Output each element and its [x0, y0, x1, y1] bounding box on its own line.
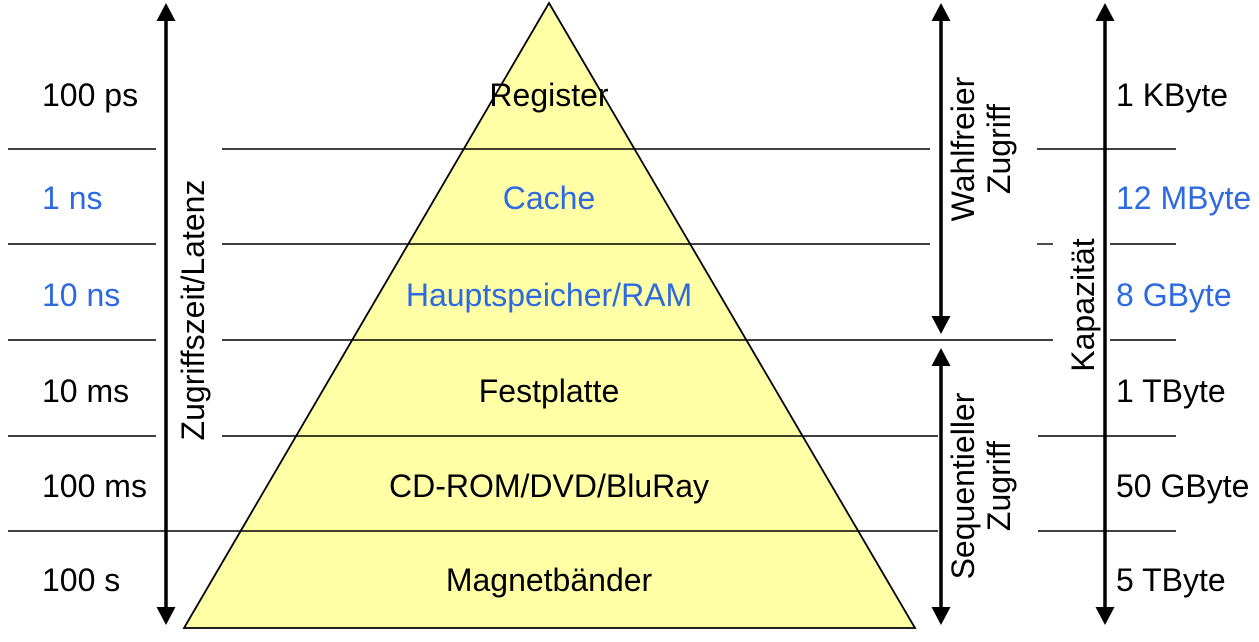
latency-value-cdrom: 100 ms [42, 468, 147, 504]
sequential-access-arrow [931, 348, 951, 625]
capacity-value-cdrom: 50 GByte [1116, 468, 1249, 504]
capacity-value-magnetbaender: 5 TByte [1116, 562, 1226, 598]
sequential-access-label-line2: Zugriff [981, 441, 1017, 531]
capacity-value-festplatte: 1 TByte [1116, 373, 1226, 409]
latency-value-register: 100 ps [42, 77, 138, 113]
level-name-cdrom: CD-ROM/DVD/BluRay [389, 468, 709, 504]
capacity-value-hauptspeicher: 8 GByte [1116, 277, 1232, 313]
latency-value-magnetbaender: 100 s [42, 562, 120, 598]
latency-value-festplatte: 10 ms [42, 373, 129, 409]
level-name-hauptspeicher: Hauptspeicher/RAM [406, 277, 692, 313]
latency-value-hauptspeicher: 10 ns [42, 277, 120, 313]
random-access-arrow [931, 3, 951, 334]
level-name-register: Register [489, 77, 609, 113]
latency-axis-arrow [156, 3, 176, 625]
level-divider-lines [8, 148, 1176, 532]
level-name-festplatte: Festplatte [479, 373, 620, 409]
level-name-magnetbaender: Magnetbänder [446, 562, 653, 598]
sequential-access-label-line1: Sequentieller [945, 392, 981, 579]
random-access-label-line1: Wahlfreier [945, 76, 981, 221]
capacity-axis-label: Kapazität [1065, 238, 1101, 372]
capacity-value-cache: 12 MByte [1116, 180, 1251, 216]
latency-value-cache: 1 ns [42, 180, 102, 216]
random-access-label-line2: Zugriff [981, 104, 1017, 194]
capacity-value-register: 1 KByte [1116, 77, 1228, 113]
latency-axis-label: Zugriffszeit/Latenz [175, 180, 211, 441]
pyramid-shape [182, 1, 917, 629]
level-name-cache: Cache [503, 180, 596, 216]
capacity-axis-arrow [1095, 3, 1115, 625]
